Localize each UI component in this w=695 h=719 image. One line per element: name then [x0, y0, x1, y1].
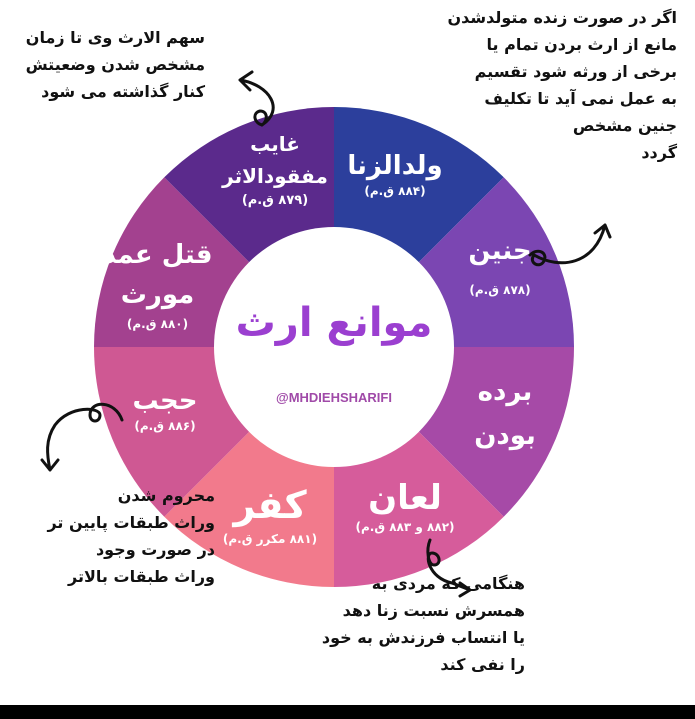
- center-title: موانع ارث: [235, 300, 433, 346]
- segment-label-kofr: کفر(۸۸۱ مکرر ق.م): [222, 483, 318, 546]
- note-hajb: محروم شدن وراث طبقات پایین تر در صورت وج…: [47, 486, 215, 586]
- note-janin: اگر در صورت زنده متولدشدن مانع از ارث بر…: [447, 8, 677, 162]
- arrow-hajb: [40, 402, 124, 472]
- segment-label-ghayeb: غایب مفقودالاثر(۸۷۹ ق.م): [222, 132, 328, 208]
- author-handle: @MHDIEHSHARIFI: [276, 390, 392, 405]
- arrow-ghayeb: [238, 70, 275, 127]
- note-laan: هنگامی که مردی به همسرش نسبت زنا دهد یا …: [321, 574, 525, 674]
- segment-label-hajb: حجب(۸۸۶ ق.م): [132, 386, 198, 433]
- segment-label-janin: جنین(۸۷۸ ق.م): [468, 236, 532, 297]
- segment-label-laan: لعان(۸۸۲ و ۸۸۳ ق.م): [355, 478, 455, 534]
- center-circle: [214, 227, 454, 467]
- arrow-laan: [426, 538, 472, 598]
- segment-label-ghatl: قتل عمد مورث(۸۸۰ ق.م): [102, 240, 213, 331]
- note-ghayeb: سهم الارث وی تا زمان مشخص شدن وضعیتش کنا…: [25, 28, 205, 101]
- segment-label-valad-zena: ولدالزنا(۸۸۴ ق.م): [347, 151, 443, 198]
- segment-label-barde: برده بودن: [474, 377, 536, 451]
- bottom-bar: [0, 705, 695, 719]
- arrow-janin: [528, 223, 612, 267]
